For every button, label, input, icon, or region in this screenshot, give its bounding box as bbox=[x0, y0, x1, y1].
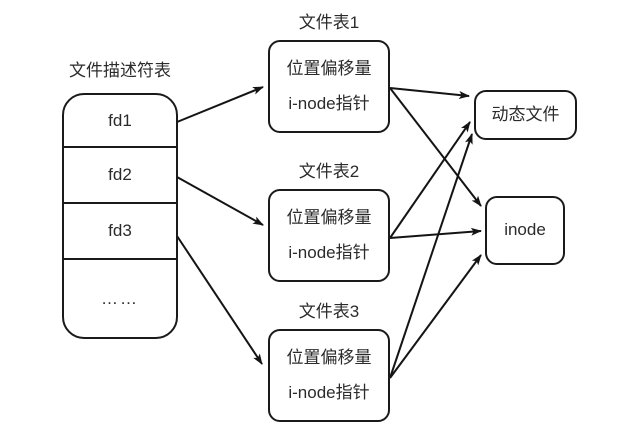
file-table-1[interactable]: 位置偏移量 i-node指针 bbox=[268, 40, 390, 133]
file-table-1-offset: 位置偏移量 bbox=[286, 59, 372, 79]
file-table-2-offset: 位置偏移量 bbox=[286, 208, 372, 228]
file-table-2[interactable]: 位置偏移量 i-node指针 bbox=[268, 189, 390, 282]
inode-node[interactable]: inode bbox=[485, 196, 565, 265]
fd-cell-ellipsis: …… bbox=[101, 288, 139, 308]
arrow-fd1-to-filetable1 bbox=[176, 86, 264, 123]
fd-cell-fd1[interactable]: fd1 bbox=[64, 95, 176, 148]
file-table-3-caption: 文件表3 bbox=[298, 302, 360, 321]
fd-cell-fd2[interactable]: fd2 bbox=[64, 148, 176, 204]
file-table-2-inode-pointer: i-node指针 bbox=[288, 242, 370, 262]
file-table-3-offset: 位置偏移量 bbox=[286, 348, 372, 368]
dynamic-file-node[interactable]: 动态文件 bbox=[474, 90, 577, 140]
file-table-1-caption: 文件表1 bbox=[298, 13, 360, 32]
file-table-2-caption: 文件表2 bbox=[298, 162, 360, 181]
file-table-1-inode-pointer: i-node指针 bbox=[288, 93, 370, 113]
dynamic-file-label: 动态文件 bbox=[491, 104, 560, 124]
arrow-filetable2-to-inode bbox=[389, 227, 482, 239]
arrow-filetable3-to-inode bbox=[389, 254, 482, 379]
inode-label: inode bbox=[504, 220, 546, 240]
file-table-3[interactable]: 位置偏移量 i-node指针 bbox=[268, 329, 390, 422]
file-descriptor-table: fd1 fd2 fd3 …… bbox=[62, 93, 178, 339]
arrow-fd3-to-filetable3 bbox=[176, 235, 263, 365]
arrow-filetable3-to-dynamic-file bbox=[389, 133, 473, 379]
file-table-3-inode-pointer: i-node指针 bbox=[288, 382, 370, 402]
fd-cell-fd3[interactable]: fd3 bbox=[64, 204, 176, 260]
arrow-filetable2-to-dynamic-file bbox=[389, 121, 471, 239]
arrow-filetable1-to-inode bbox=[389, 87, 482, 207]
arrow-filetable1-to-dynamic-file bbox=[389, 87, 470, 99]
fd-table-title: 文件描述符表 bbox=[69, 61, 171, 80]
arrow-fd2-to-filetable2 bbox=[176, 176, 264, 226]
